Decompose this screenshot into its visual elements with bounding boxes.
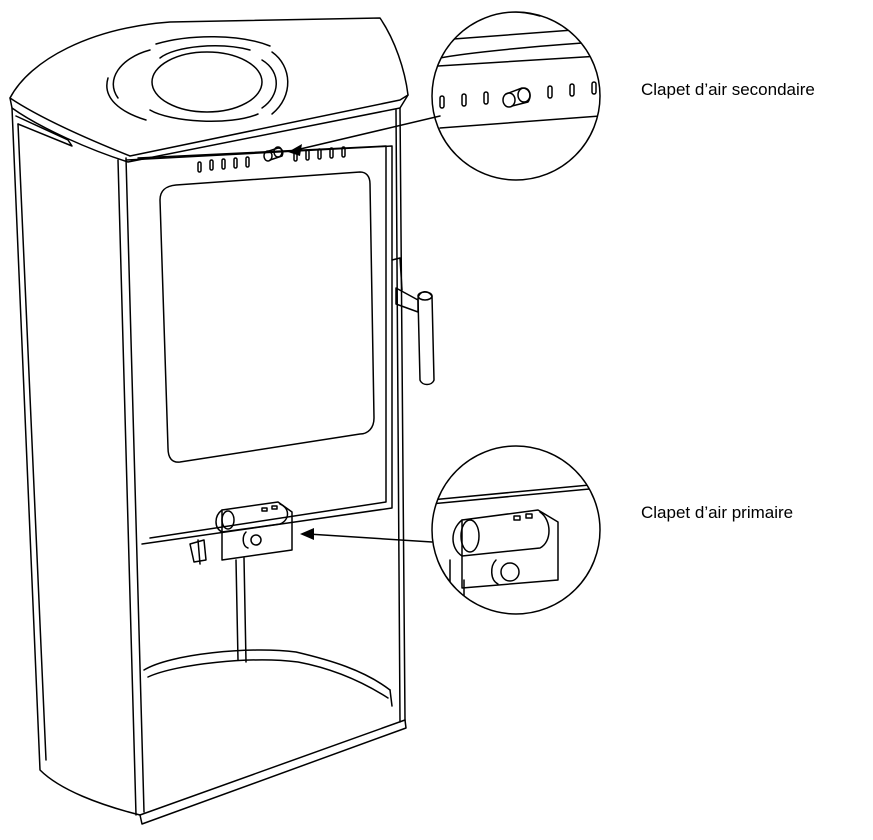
arrowhead-primary <box>300 528 314 540</box>
door-handle-icon <box>391 257 435 386</box>
lower-compartment <box>143 557 393 707</box>
stove-door <box>125 145 393 545</box>
zoom-circle-secondary <box>431 11 601 181</box>
secondary-air-knob-icon <box>263 146 284 162</box>
arrow-primary-icon <box>307 533 433 543</box>
zoom-circle-primary <box>431 445 601 615</box>
arrow-secondary-icon <box>295 115 441 151</box>
cooktop-rings <box>106 35 289 122</box>
primary-air-label: Clapet d’air primaire <box>641 503 794 522</box>
door-glass <box>159 171 375 463</box>
stove-body <box>9 17 409 825</box>
arrowhead-secondary <box>288 144 302 156</box>
secondary-air-label: Clapet d’air secondaire <box>641 80 815 99</box>
secondary-air-slots <box>197 146 346 173</box>
primary-air-damper-icon <box>189 501 293 565</box>
